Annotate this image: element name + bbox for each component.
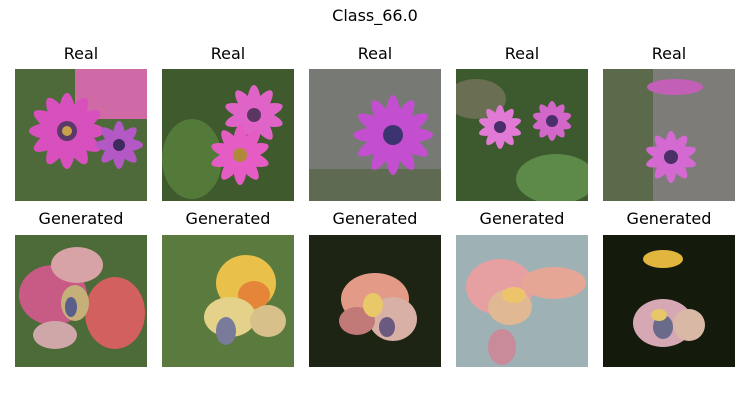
flower-image — [603, 69, 735, 201]
row-generated-caption-4: Generated — [479, 209, 565, 228]
flower-image — [15, 69, 147, 201]
flower-image — [603, 235, 735, 367]
row-generated-caption-3: Generated — [332, 209, 418, 228]
generated-image-1 — [15, 235, 147, 367]
flower-image — [456, 235, 588, 367]
flower-image — [309, 235, 441, 367]
real-image-1 — [15, 69, 147, 201]
flower-image — [15, 235, 147, 367]
generated-image-3 — [309, 235, 441, 367]
row-generated-caption-5: Generated — [626, 209, 712, 228]
real-image-2 — [162, 69, 294, 201]
row-real-caption-1: Real — [63, 44, 99, 63]
flower-image — [309, 69, 441, 201]
generated-image-5 — [603, 235, 735, 367]
figure-title: Class_66.0 — [332, 6, 418, 25]
flower-image — [456, 69, 588, 201]
row-real-caption-4: Real — [504, 44, 540, 63]
row-generated-caption-1: Generated — [38, 209, 124, 228]
real-image-3 — [309, 69, 441, 201]
flower-image — [162, 69, 294, 201]
flower-image — [162, 235, 294, 367]
generated-image-4 — [456, 235, 588, 367]
row-generated-caption-2: Generated — [185, 209, 271, 228]
real-image-4 — [456, 69, 588, 201]
row-real-caption-2: Real — [210, 44, 246, 63]
real-image-5 — [603, 69, 735, 201]
row-real-caption-3: Real — [357, 44, 393, 63]
row-real-caption-5: Real — [651, 44, 687, 63]
generated-image-2 — [162, 235, 294, 367]
